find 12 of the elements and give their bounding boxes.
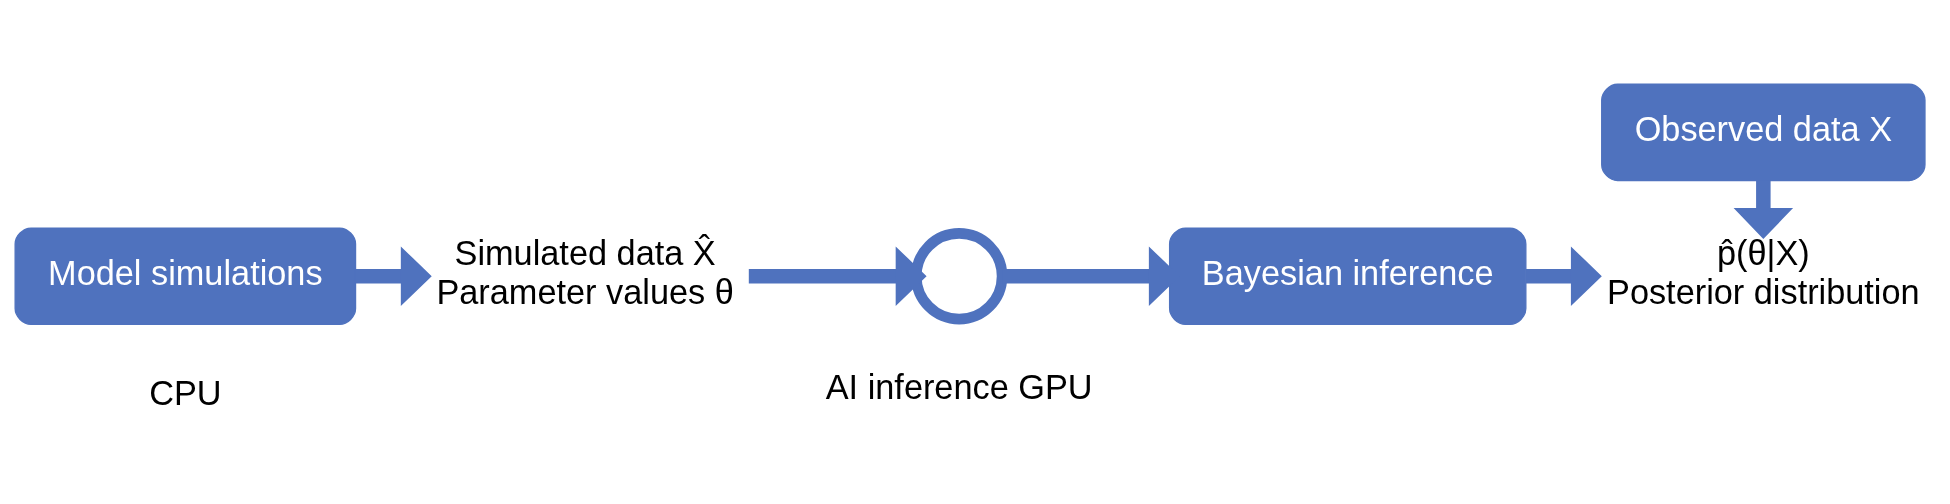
node-box: Model simulations xyxy=(14,226,357,325)
arrow xyxy=(748,246,927,306)
node-text: Simulated data X̂ Parameter values θ xyxy=(436,233,734,311)
node-box: Observed data X xyxy=(1601,83,1926,181)
node-label: CPU xyxy=(149,373,222,412)
arrow xyxy=(1526,245,1602,306)
arrow xyxy=(1733,180,1794,239)
node-circle xyxy=(911,227,1008,324)
node-box: Bayesian inference xyxy=(1168,226,1527,325)
node-label: AI inference GPU xyxy=(825,367,1093,406)
arrow xyxy=(355,246,432,306)
node-text: p̂(θ|X) Posterior distribution xyxy=(1607,233,1920,311)
